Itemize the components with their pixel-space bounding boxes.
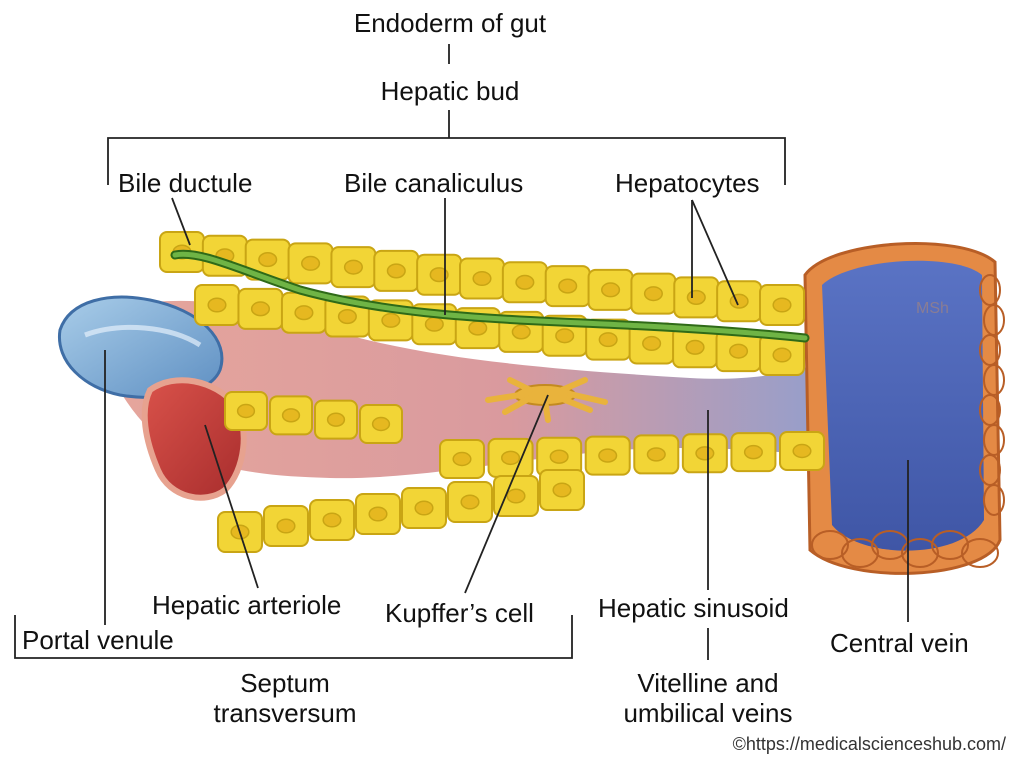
hepatocyte-cell <box>539 469 585 511</box>
hepatocyte-cell <box>309 499 355 541</box>
hepatocyte-cell <box>716 280 763 323</box>
portal-venule-shape <box>57 295 224 400</box>
central-vein-cell <box>979 334 1001 366</box>
hepatocyte-cell <box>544 265 591 308</box>
hepatocyte-cell <box>779 431 825 471</box>
central-vein-wall-cells <box>811 274 1005 568</box>
hepatocyte-cell <box>263 505 309 547</box>
hepatocyte-cell <box>224 391 268 431</box>
hepatocyte-cell <box>355 493 401 535</box>
hepatocyte-cell <box>672 326 719 369</box>
hepatocyte-cell <box>630 272 677 315</box>
hepatocyte-cell <box>416 253 463 296</box>
hepatocyte-cell <box>759 284 805 326</box>
hepatocyte-cell <box>673 276 720 319</box>
hepatocyte-cell <box>633 434 680 475</box>
hepatocyte-cell <box>373 249 420 292</box>
central-vein-cell <box>983 424 1005 456</box>
label-septum-transversum: Septum transversum <box>180 670 390 726</box>
hepatocyte-cell <box>730 432 777 473</box>
central-vein-cell <box>979 274 1001 306</box>
central-vein-cell <box>983 364 1005 396</box>
hepatocyte-cell <box>459 257 505 300</box>
label-hepatic-arteriole: Hepatic arteriole <box>152 590 342 620</box>
hepatocyte-cell <box>314 399 358 440</box>
label-hepatic-sinusoid: Hepatic sinusoid <box>598 593 789 623</box>
hepatocyte-cell <box>587 268 634 311</box>
hepatocyte-cell <box>493 475 539 517</box>
label-bile-ductule: Bile ductule <box>118 168 253 198</box>
hepatocyte-cell <box>194 284 240 326</box>
hepatocyte-cell <box>681 433 728 474</box>
hepatocyte-cell <box>487 437 534 478</box>
hepatocyte-cell <box>585 318 632 361</box>
central-vein-cell <box>983 484 1005 516</box>
hepatocyte-cell <box>287 242 334 285</box>
hepatocyte-cell <box>447 481 493 523</box>
central-vein-cell <box>979 454 1001 486</box>
label-bile-canaliculus: Bile canaliculus <box>344 168 524 198</box>
central-vein-lumen <box>822 260 984 551</box>
central-vein-cell <box>979 394 1001 426</box>
central-vein-cell <box>901 538 939 568</box>
label-endoderm-of-gut: Endoderm of gut <box>353 8 547 38</box>
central-vein-cell <box>961 538 999 568</box>
hepatocyte-cell <box>269 395 313 436</box>
label-hepatocytes: Hepatocytes <box>615 168 760 198</box>
central-vein-cell <box>841 538 879 568</box>
hepatocyte-cell <box>330 246 377 289</box>
label-vitelline-umbilical-veins: Vitelline and umbilical veins <box>596 670 820 726</box>
hepatocyte-cell <box>401 487 447 529</box>
credit-line: ©https://medicalscienceshub.com/ <box>732 734 1006 754</box>
central-vein-cell <box>983 304 1005 336</box>
kupffers-cell-shape <box>485 377 608 423</box>
label-vitelline-line2: umbilical veins <box>623 698 793 728</box>
central-vein-cell <box>931 530 969 560</box>
leader-lines <box>14 44 909 660</box>
watermark: MSh <box>916 300 949 317</box>
label-kupffers-cell: Kupffer’s cell <box>385 598 534 628</box>
label-septum-line1: Septum <box>240 668 330 698</box>
central-vein-cell <box>811 530 849 560</box>
hepatocyte-cell <box>359 404 403 444</box>
hepatocyte-cell <box>439 439 485 479</box>
hepatocyte-cell <box>237 287 284 330</box>
hepatocyte-cell <box>584 435 631 476</box>
label-central-vein: Central vein <box>830 628 969 658</box>
hepatocyte-cell <box>501 261 548 304</box>
label-hepatic-bud: Hepatic bud <box>380 76 520 106</box>
hepatocyte-cell <box>759 334 805 376</box>
label-septum-line2: transversum <box>213 698 357 728</box>
label-portal-venule: Portal venule <box>22 625 174 655</box>
label-vitelline-line1: Vitelline and <box>637 668 779 698</box>
